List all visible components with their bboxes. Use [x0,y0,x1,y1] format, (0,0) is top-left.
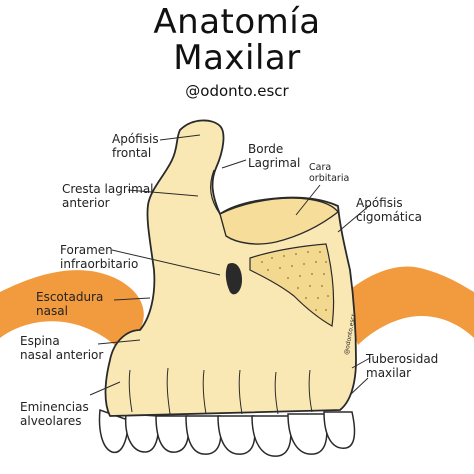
label-text: infraorbitario [60,257,139,271]
label-cara-orbitaria: Cara orbitaria [309,162,349,184]
label-text: Foramen [60,243,113,257]
title-line-1: Anatomía [153,2,321,42]
label-text: Eminencias [20,400,89,414]
label-text: cigomática [356,210,422,224]
label-text: Borde [248,142,284,156]
label-text: alveolares [20,414,82,428]
label-text: Escotadura [36,290,104,304]
label-tuberosidad-maxilar: Tuberosidad maxilar [366,352,438,380]
label-text: Cara [309,162,332,173]
label-text: maxilar [366,366,412,380]
label-text: Apófisis [356,196,403,210]
leader-lines [89,134,371,396]
infraorbital-foramen [225,262,242,295]
label-text: Cresta lagrimal [62,182,154,196]
label-text: nasal anterior [20,348,104,362]
orange-wave-left [0,270,144,350]
lacrimal-border-line [210,169,221,215]
label-borde-lagrimal: Borde Lagrimal [248,142,300,170]
label-text: Espina [20,334,60,348]
label-escotadura-nasal: Escotadura nasal [36,290,103,318]
label-apofisis-cigomatica: Apófisis cigomática [356,196,422,224]
label-foramen-infraorbitario: Foramen infraorbitario [60,243,138,271]
label-text: nasal [36,304,68,318]
teeth-row [98,408,356,457]
label-text: Lagrimal [248,156,301,170]
orange-wave-right [340,266,474,345]
stipple-dots [261,251,329,311]
label-eminencias-alveolares: Eminencias alveolares [20,400,89,428]
label-cresta-lagrimal: Cresta lagrimal anterior [62,182,154,210]
label-text: frontal [112,146,152,160]
label-text: Tuberosidad [366,352,439,366]
zygomatic-process [249,243,335,327]
title-line-2: Maxilar [173,38,301,78]
label-text: Apófisis [112,132,159,146]
alveolar-ridges [128,367,313,415]
label-text: anterior [62,196,110,210]
label-apofisis-frontal: Apófisis frontal [112,132,159,160]
orbital-surface [219,197,339,245]
label-text: orbitaria [309,173,350,184]
author-handle: @odonto.escr [185,82,289,100]
label-espina-nasal: Espina nasal anterior [20,334,103,362]
